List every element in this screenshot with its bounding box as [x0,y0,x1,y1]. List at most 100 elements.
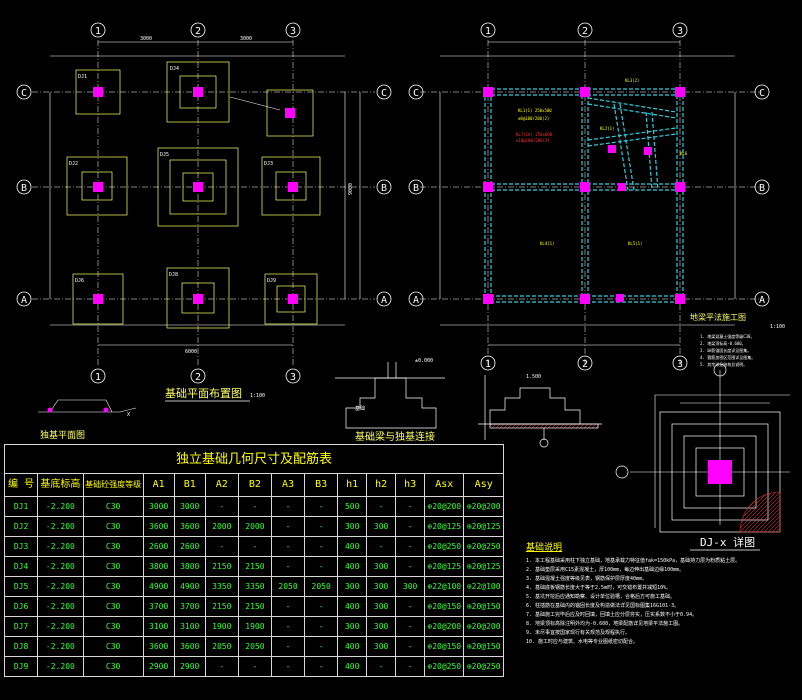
table-cell: - [237,496,272,517]
svg-text:KL7(1A) 250x600: KL7(1A) 250x600 [516,132,553,137]
table-cell: - [270,636,306,657]
table-cell: 2050 [270,576,306,597]
table-cell: ⊕20@150 [424,596,465,617]
table-caption: 独立基础几何尺寸及配筋表 [4,444,504,474]
note-line: 2. 基础垫层采用C15素混凝土，厚100mm，每边伸出基础边缘100mm。 [526,567,685,573]
table-cell: 1900 [204,616,239,637]
beam-grid-col-1: 1 [485,26,491,37]
grid-col-1-bottom: 1 [95,372,101,383]
table-cell: ⊕20@250 [424,656,465,677]
table-cell: - [304,516,339,537]
footing-label-dj3: DJ3 [264,161,273,167]
table-cell: 2150 [237,556,272,577]
table-cell: ⊕20@125 [424,556,465,577]
table-cell: 3350 [237,576,272,597]
table-cell: -2.200 [37,496,84,517]
beam-notes: 1. 地梁混凝土强度等级C30。 2. 地梁顶标高-0.600。 3. 纵筋锚固… [700,333,755,367]
table-cell: C30 [82,516,144,537]
table-cell: - [270,596,306,617]
svg-text:KL1(1) 250x500: KL1(1) 250x500 [518,108,552,113]
col-header-asy: Asy [463,473,504,497]
beam-grid-col-2: 2 [582,26,588,37]
table-cell: DJ7 [3,616,39,637]
table-cell: ⊕20@200 [463,616,504,637]
beam-section-title: 基础梁与独基连接 [355,430,435,443]
beam-footing-section [335,362,445,429]
table-cell: - [395,636,426,657]
table-cell: 2050 [237,636,272,657]
table-cell: 300 [337,576,368,597]
table-cell: 400 [337,536,368,557]
table-cell: 3600 [142,636,175,657]
table-cell: C30 [82,536,144,557]
table-cell: 300 [366,596,397,617]
table-cell: - [237,656,272,677]
col-header-asx: Asx [424,473,465,497]
table-cell: 2150 [204,596,239,617]
footing-label-dj9: DJ9 [267,278,276,284]
table-cell: 3700 [142,596,175,617]
svg-text:KL4(1): KL4(1) [540,241,554,246]
footing-label-dj6: DJ6 [75,278,84,284]
col-header-grade: 基础砼强度等级 [82,473,144,497]
edge-detail [478,375,602,448]
grid-col-2: 2 [195,26,201,37]
table-cell: -2.200 [37,556,84,577]
table-cell: 2050 [204,636,239,657]
table-cell: 300 [337,516,368,537]
footing-schedule-table: 独立基础几何尺寸及配筋表 编 号 基底标高 基础砼强度等级 A1 B1 A2 B… [3,444,504,677]
small-detail-left: X 独基平面图 [38,399,137,441]
table-cell: - [304,536,339,557]
grid-col-3-bottom: 3 [290,372,296,383]
dj-x-detail[interactable]: DJ-x 详图 [615,363,790,551]
svg-text:KL2(1): KL2(1) [600,126,614,131]
table-cell: 3000 [173,496,206,517]
beam-grid-row-a: A [413,295,419,306]
table-cell: - [204,656,239,677]
grid-row-c: C [21,88,27,99]
table-cell: 2150 [237,596,272,617]
svg-text:3000: 3000 [140,36,152,42]
foundation-notes: 基础说明 1. 本工程基础采用柱下独立基础，地基承载力特征值fak=150kPa… [526,540,798,647]
table-cell: 300 [395,576,426,597]
table-cell: 3100 [142,616,175,637]
col-header-a2: A2 [204,473,239,497]
table-cell: DJ6 [3,596,39,617]
table-cell: - [304,596,339,617]
table-cell: 2000 [204,516,239,537]
table-cell: - [395,616,426,637]
table-cell: - [270,656,306,677]
col-header-b3: B3 [304,473,339,497]
beam-grid-col-3: 3 [677,26,683,37]
table-cell: 400 [337,556,368,577]
note-line: 10. 施工时应与建筑、水电等专业图纸密切配合。 [526,639,639,645]
note-line: 5. 基坑开挖后应通知勘察、设计单位验槽，合格后方可施工基础。 [526,594,676,600]
beam-plan-title: 地梁平法施工图 [690,312,746,322]
table-cell: C30 [82,596,144,617]
table-cell: DJ1 [3,496,39,517]
table-cell: - [304,496,339,517]
table-cell: 3100 [173,616,206,637]
table-cell: - [304,636,339,657]
col-header-h1: h1 [337,473,368,497]
table-cell: 300 [366,556,397,577]
table-cell: -2.200 [37,616,84,637]
table-cell: ⊕20@200 [463,496,504,517]
beam-grid-row-b-right: B [759,183,765,194]
foundation-plan[interactable]: 3000 3000 6000 9000 1 2 3 1 2 3 C B A C … [16,22,392,402]
total-width-dim: 6000 [185,349,197,355]
col-header-a1: A1 [142,473,175,497]
table-cell: 500 [337,496,368,517]
grid-row-b: B [21,183,27,194]
table-cell: DJ8 [3,636,39,657]
table-cell: 300 [366,516,397,537]
beam-grid-row-c: C [413,88,419,99]
svg-text:KL5(1): KL5(1) [628,241,642,246]
svg-text:3. 纵筋锚固长度详见图集。: 3. 纵筋锚固长度详见图集。 [700,347,751,353]
table-cell: - [270,536,306,557]
beam-plan[interactable]: 1 2 3 1 2 3 C B A C B A [408,22,785,371]
